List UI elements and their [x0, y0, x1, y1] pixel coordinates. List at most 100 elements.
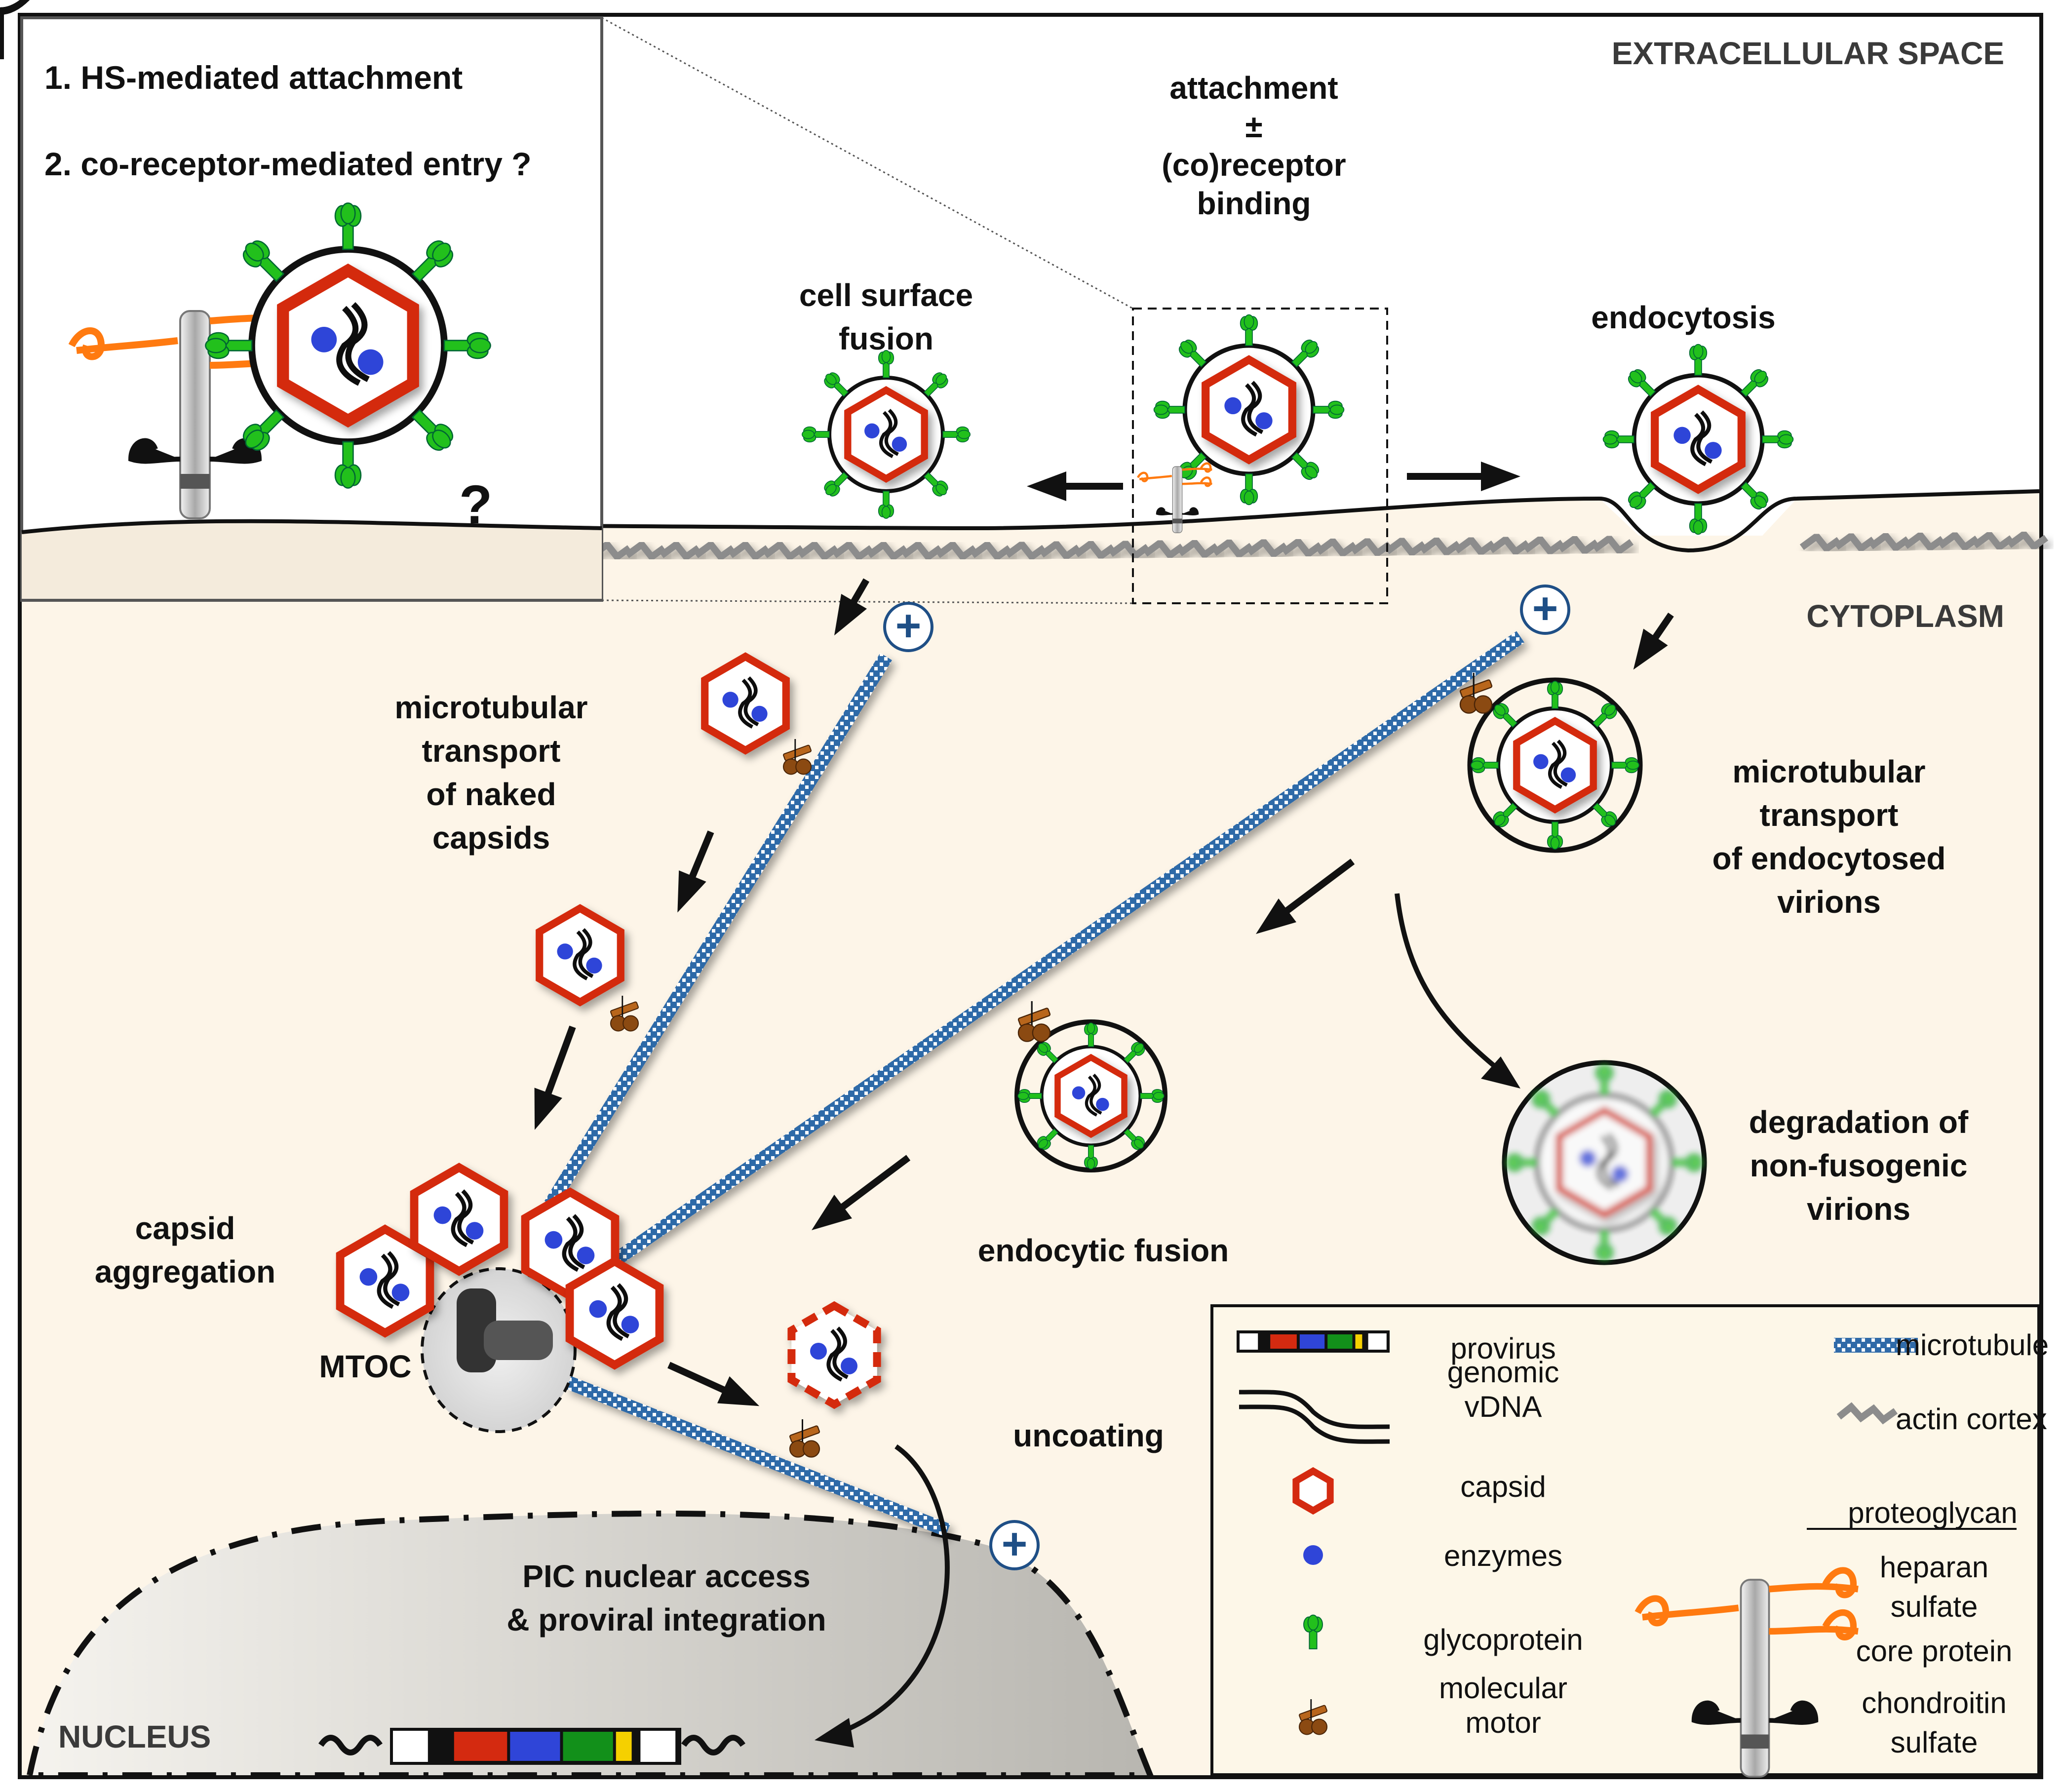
heparan-sulfate — [1634, 1595, 1739, 1627]
degrading-virion — [1502, 1060, 1707, 1265]
enzyme-dot — [359, 1268, 378, 1286]
endocytosis-label-line: endocytosis — [1591, 300, 1775, 335]
legend-label-heparan-sulfate-line: heparan — [1880, 1551, 1988, 1584]
enzyme-dot — [1533, 754, 1549, 770]
actin-filament — [1039, 539, 1081, 561]
arrow-to-uncoating — [667, 1362, 760, 1406]
enzyme-dot — [577, 1247, 595, 1264]
genomic-vdna-icon — [1239, 1390, 1390, 1444]
actin-filament — [624, 540, 666, 562]
glycoprotein — [1531, 1090, 1560, 1119]
virion-capsid — [1054, 1053, 1128, 1138]
aggregated-capsid-4 — [565, 1256, 664, 1370]
arrow-naked-1 — [834, 578, 870, 636]
glycoprotein — [923, 471, 948, 497]
actin-legend-icon — [1836, 1402, 1898, 1425]
degradation-label-line: virions — [1807, 1191, 1910, 1227]
enzyme-dot — [864, 423, 880, 439]
provirus-gene-segment — [1355, 1334, 1362, 1349]
naked-capsid-transport-label-line: capsids — [432, 820, 550, 856]
actin-filament — [1350, 536, 1392, 558]
glycoprotein — [1493, 802, 1518, 827]
arrow-naked-3 — [534, 1025, 576, 1130]
inset-membrane-area — [22, 521, 602, 599]
genomic-vdna — [1085, 1075, 1098, 1117]
actin-filament — [1488, 535, 1530, 557]
pic-label-line: PIC nuclear access — [522, 1558, 810, 1594]
enzyme-dot — [1560, 767, 1576, 782]
arrow-endo-in — [1633, 613, 1674, 670]
actin-filament — [763, 540, 805, 562]
endocytosed-virion — [1467, 677, 1643, 853]
legend-label-actin: actin cortex — [1896, 1402, 2047, 1436]
glycoprotein — [1547, 681, 1563, 709]
molecular-motor — [1298, 1699, 1328, 1735]
plus-end-marker-lower-symbol: + — [1002, 1519, 1028, 1569]
glycoprotein — [878, 491, 894, 519]
actin-filament — [1799, 531, 1841, 554]
attached-proteoglycan — [1136, 462, 1212, 534]
heparan-sulfate — [1136, 471, 1172, 482]
uncoating-label: uncoating — [1013, 1418, 1164, 1453]
glycoprotein — [942, 426, 971, 443]
legend-label-molecular-motor-line: motor — [1465, 1706, 1541, 1739]
glycoprotein — [1689, 503, 1708, 535]
mtoc-label: MTOC — [319, 1349, 411, 1384]
actin-filament — [1108, 538, 1150, 561]
enzyme-dot — [1705, 442, 1722, 459]
enzyme-dot — [589, 1300, 607, 1318]
glycoprotein — [1037, 1042, 1059, 1064]
plus-end-marker-right-circle — [1520, 584, 1570, 635]
inset-question-mark: ? — [459, 474, 492, 535]
attachment-label-line: attachment — [1169, 70, 1338, 106]
genomic-vdna — [1690, 413, 1707, 467]
actin-filament — [970, 540, 1012, 562]
arrow-naked-2 — [677, 830, 714, 913]
glycoprotein — [1123, 1128, 1145, 1150]
glycoprotein — [411, 240, 454, 282]
curved-arrow-degradation-head — [1481, 1056, 1520, 1089]
heparan-sulfate — [1182, 462, 1212, 473]
actin-filament — [1419, 535, 1461, 557]
enzyme-dot — [722, 692, 739, 708]
glycoprotein — [1592, 703, 1617, 728]
plus-end-marker-right-symbol: + — [1532, 584, 1558, 633]
enzyme-dot — [586, 957, 602, 974]
enzyme-dot — [810, 1343, 827, 1360]
molecular-motor — [1017, 1001, 1051, 1042]
glycoprotein — [878, 350, 894, 378]
glycoprotein — [1740, 369, 1769, 397]
glycoprotein — [1471, 757, 1499, 774]
naked-capsid-1 — [701, 652, 790, 755]
enzyme-dot — [841, 1358, 857, 1374]
provirus-gene-segment — [454, 1732, 507, 1761]
virion-capsid — [1555, 1105, 1654, 1220]
legend-label-chondroitin-sulfate-line: sulfate — [1891, 1726, 1978, 1759]
centriole — [484, 1321, 553, 1360]
endocytic-fusion-virion — [1014, 1019, 1167, 1172]
inset-line-1: 1. HS-mediated attachment — [44, 59, 463, 96]
enzyme-icon — [1303, 1545, 1323, 1565]
actin-filament — [1834, 531, 1876, 553]
provirus-gene-segment — [1299, 1334, 1325, 1349]
glycoprotein — [824, 372, 849, 397]
glycoprotein — [1123, 1042, 1145, 1064]
enzyme-dot — [557, 943, 573, 960]
glycoprotein — [1178, 339, 1207, 368]
endocytic-fusion-label-line: endocytic fusion — [978, 1233, 1229, 1268]
microtubules — [544, 631, 1524, 1537]
glycoprotein — [1648, 1090, 1677, 1119]
legend-label-actin-line: actin cortex — [1896, 1402, 2047, 1436]
chondroitin-sulfate — [1769, 1700, 1819, 1725]
legend-label-chondroitin-sulfate-line: chondroitin — [1862, 1686, 2007, 1719]
glycoprotein — [1611, 757, 1639, 774]
naked-capsid-2 — [536, 904, 624, 1007]
glycoprotein — [923, 372, 948, 397]
actin-filament — [1385, 536, 1427, 558]
